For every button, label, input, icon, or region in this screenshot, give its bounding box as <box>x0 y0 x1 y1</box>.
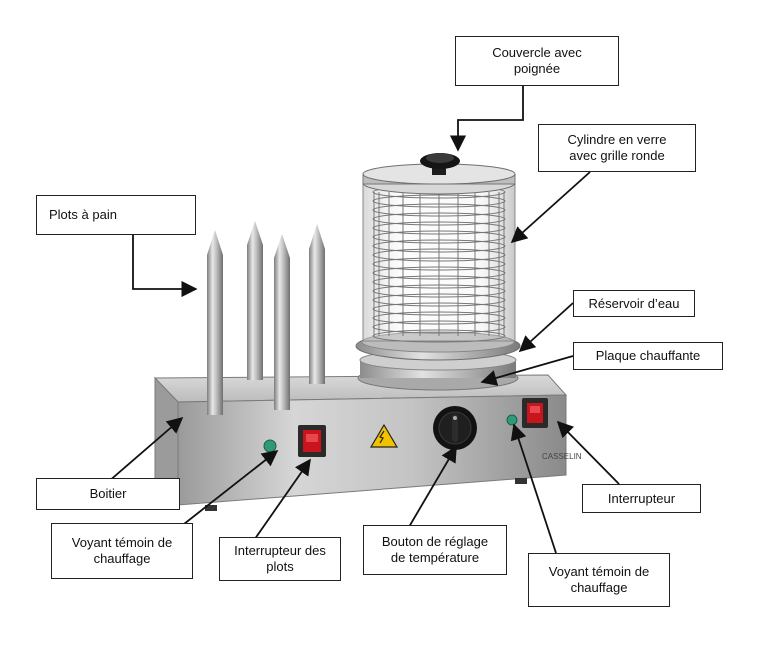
leader-boitier <box>107 416 184 483</box>
wire-grid <box>372 185 506 343</box>
brand-logo: CASSELIN <box>542 452 582 461</box>
leader-interrupteur <box>556 420 620 485</box>
leader-cylindre <box>510 171 591 244</box>
leader-couvercle <box>449 86 524 152</box>
leader-voyant-droit <box>510 423 557 554</box>
spike-2 <box>247 221 263 380</box>
bread-spikes <box>207 221 325 415</box>
indicator-light-right-icon <box>506 414 518 426</box>
callout-voyant-gauche: Voyant témoin de chauffage <box>51 523 193 579</box>
indicator-light-left-icon <box>263 439 277 453</box>
leader-reservoir <box>518 302 574 353</box>
temperature-knob-icon <box>433 406 477 450</box>
main-switch-icon <box>522 398 548 428</box>
callout-interrupteur-plots: Interrupteur des plots <box>219 537 341 581</box>
callout-plaque: Plaque chauffante <box>573 342 723 370</box>
leader-plots <box>132 235 198 298</box>
warning-triangle-icon <box>369 423 399 448</box>
callout-couvercle: Couvercle avec poignée <box>455 36 619 86</box>
leader-lines <box>107 86 620 554</box>
leader-plaque <box>480 355 574 386</box>
leader-interrupteur-plots <box>251 458 311 544</box>
spike-3 <box>274 234 290 410</box>
callout-voyant-droit: Voyant témoin de chauffage <box>528 553 670 607</box>
callout-boitier: Boitier <box>36 478 180 510</box>
callout-plots: Plots à pain <box>36 195 196 235</box>
leader-voyant-gauche <box>169 449 279 536</box>
callout-bouton: Bouton de réglage de température <box>363 525 507 575</box>
spike-switch-icon <box>298 425 326 457</box>
spike-4 <box>309 224 325 384</box>
callout-interrupteur: Interrupteur <box>582 484 701 513</box>
glass-cylinder <box>362 163 516 343</box>
callout-reservoir: Réservoir d’eau <box>573 290 695 317</box>
callout-cylindre: Cylindre en verre avec grille ronde <box>538 124 696 172</box>
spike-1 <box>207 230 223 415</box>
lid-handle-icon <box>420 153 460 175</box>
leader-bouton <box>405 445 457 533</box>
